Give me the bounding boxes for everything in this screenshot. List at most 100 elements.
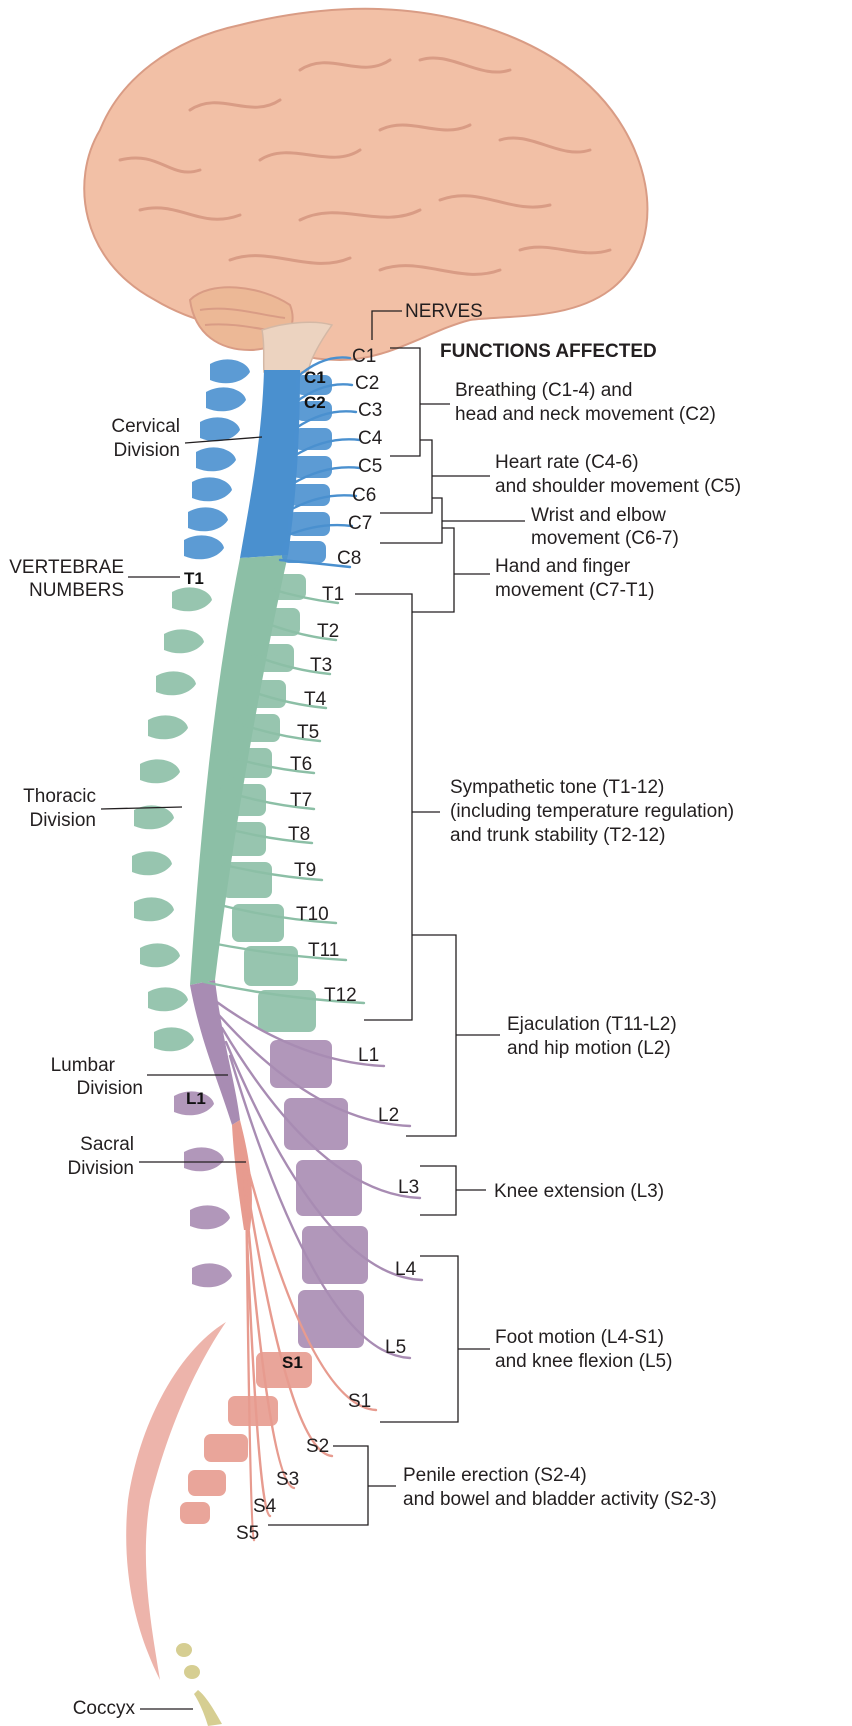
- vertebra-label-c1: C1: [304, 368, 326, 387]
- nerve-label-c7: C7: [348, 513, 372, 534]
- nerve-label-t7: T7: [290, 790, 312, 811]
- bracket-t11-l2: [406, 935, 456, 1136]
- function-sympathetic-line3: and trunk stability (T2-12): [450, 825, 665, 846]
- vertebra-process: [148, 715, 188, 739]
- nerve-label-t12: T12: [324, 985, 357, 1006]
- nerve-label-t1: T1: [322, 584, 344, 605]
- brain: [84, 9, 647, 360]
- function-ejaculation-line2: and hip motion (L2): [507, 1038, 671, 1059]
- vertebra-process: [200, 417, 240, 441]
- vertebra-process: [192, 477, 232, 501]
- bracket-c7-t1: [412, 528, 454, 612]
- bracket-l3: [420, 1166, 456, 1215]
- vertebra-body: [238, 714, 280, 742]
- coccyx-bone: [184, 1665, 200, 1679]
- vertebra-body: [188, 1470, 226, 1496]
- nerve-label-t3: T3: [310, 655, 332, 676]
- nerve-label-l5: L5: [385, 1337, 406, 1358]
- vertebra-process: [188, 507, 228, 531]
- vertebra-process: [140, 943, 180, 967]
- bracket-c1-c4: [390, 348, 420, 456]
- lumbar-division-label-line2: Division: [76, 1078, 143, 1099]
- nerve-label-c5: C5: [358, 456, 382, 477]
- nerve-label-t9: T9: [294, 860, 316, 881]
- vertebrae-numbers-label-line2: NUMBERS: [29, 580, 124, 601]
- vertebra-body: [290, 484, 330, 506]
- nerve-label-t2: T2: [317, 621, 339, 642]
- thoracic-division-label-line1: Thoracic: [23, 786, 96, 807]
- vertebra-body: [204, 1434, 248, 1462]
- function-breathing-line1: Breathing (C1-4) and: [455, 380, 632, 401]
- bracket-c4-c6: [380, 440, 432, 513]
- vertebra-label-s1: S1: [282, 1353, 303, 1372]
- vertebra-process: [192, 1263, 232, 1287]
- vertebrae-numbers-label-line1: VERTEBRAE: [9, 557, 124, 578]
- vertebra-process: [154, 1027, 194, 1051]
- vertebra-process: [164, 629, 204, 653]
- coccyx-bone: [194, 1690, 222, 1726]
- vertebra-process: [184, 535, 224, 559]
- function-foot-motion-line2: and knee flexion (L5): [495, 1351, 672, 1372]
- nerve-label-c2: C2: [355, 373, 379, 394]
- nerve-label-t6: T6: [290, 754, 312, 775]
- nerve-label-s4: S4: [253, 1496, 277, 1517]
- lumbar-division-label-line1: Lumbar: [51, 1055, 116, 1076]
- vertebra-process: [190, 1205, 230, 1229]
- nerve-label-c8: C8: [337, 548, 361, 569]
- vertebra-label-l1: L1: [186, 1089, 206, 1108]
- nerves-header: NERVES: [405, 301, 483, 322]
- nerve-label-s1: S1: [348, 1391, 371, 1412]
- cervical-division-label-line1: Cervical: [111, 416, 180, 437]
- nerve-label-s5: S5: [236, 1523, 259, 1544]
- nerve-label-l4: L4: [395, 1259, 417, 1280]
- function-knee-extension: Knee extension (L3): [494, 1181, 664, 1202]
- vertebra-body: [218, 822, 266, 856]
- vertebra-body: [284, 1098, 348, 1150]
- vertebra-process: [134, 805, 174, 829]
- function-hand-line2: movement (C7-T1): [495, 580, 654, 601]
- cervical-division-label-line2: Division: [113, 440, 180, 461]
- nerve-label-c1: C1: [352, 346, 376, 367]
- function-wrist-line2: movement (C6-7): [531, 528, 679, 549]
- function-ejaculation-line1: Ejaculation (T11-L2): [507, 1014, 677, 1035]
- sacrum: [126, 1322, 226, 1680]
- vertebra-process: [140, 759, 180, 783]
- vertebra-label-t1: T1: [184, 569, 204, 588]
- function-sympathetic-line2: (including temperature regulation): [450, 801, 734, 822]
- vertebra-body: [246, 680, 286, 708]
- function-heart-rate-line2: and shoulder movement (C5): [495, 476, 741, 497]
- vertebra-process: [134, 897, 174, 921]
- nerve-label-l2: L2: [378, 1105, 399, 1126]
- sacral-division-label-line2: Division: [67, 1158, 134, 1179]
- function-penile-line1: Penile erection (S2-4): [403, 1465, 587, 1486]
- nerve-label-t10: T10: [296, 904, 329, 925]
- function-breathing-line2: head and neck movement (C2): [455, 404, 716, 425]
- vertebra-body: [180, 1502, 210, 1524]
- nerve-label-c4: C4: [358, 428, 383, 449]
- vertebra-process: [184, 1147, 224, 1171]
- nerve-label-c6: C6: [352, 485, 376, 506]
- vertebra-process: [206, 387, 246, 411]
- function-heart-rate-line1: Heart rate (C4-6): [495, 452, 639, 473]
- nerve-label-l1: L1: [358, 1045, 379, 1066]
- functions-affected-header: FUNCTIONS AFFECTED: [440, 341, 657, 362]
- function-sympathetic-line1: Sympathetic tone (T1-12): [450, 777, 664, 798]
- coccyx-bone: [176, 1643, 192, 1657]
- vertebra-body: [302, 1226, 368, 1284]
- bracket-c6-c7: [380, 498, 442, 543]
- thoracic-division-label-line2: Division: [29, 810, 96, 831]
- function-penile-line2: and bowel and bladder activity (S2-3): [403, 1489, 717, 1510]
- nerve-label-s3: S3: [276, 1469, 299, 1490]
- nerve-label-c3: C3: [358, 400, 382, 421]
- function-hand-line1: Hand and finger: [495, 556, 631, 577]
- nerve-label-t8: T8: [288, 824, 310, 845]
- nerve-label-l3: L3: [398, 1177, 419, 1198]
- nerve-label-t11: T11: [308, 940, 339, 961]
- nerve-label-s2: S2: [306, 1436, 329, 1457]
- function-foot-motion-line1: Foot motion (L4-S1): [495, 1327, 664, 1348]
- vertebra-body: [296, 1160, 362, 1216]
- bracket-t1-t12: [355, 594, 412, 1020]
- vertebra-process: [132, 851, 172, 875]
- coccyx-label: Coccyx: [73, 1698, 136, 1719]
